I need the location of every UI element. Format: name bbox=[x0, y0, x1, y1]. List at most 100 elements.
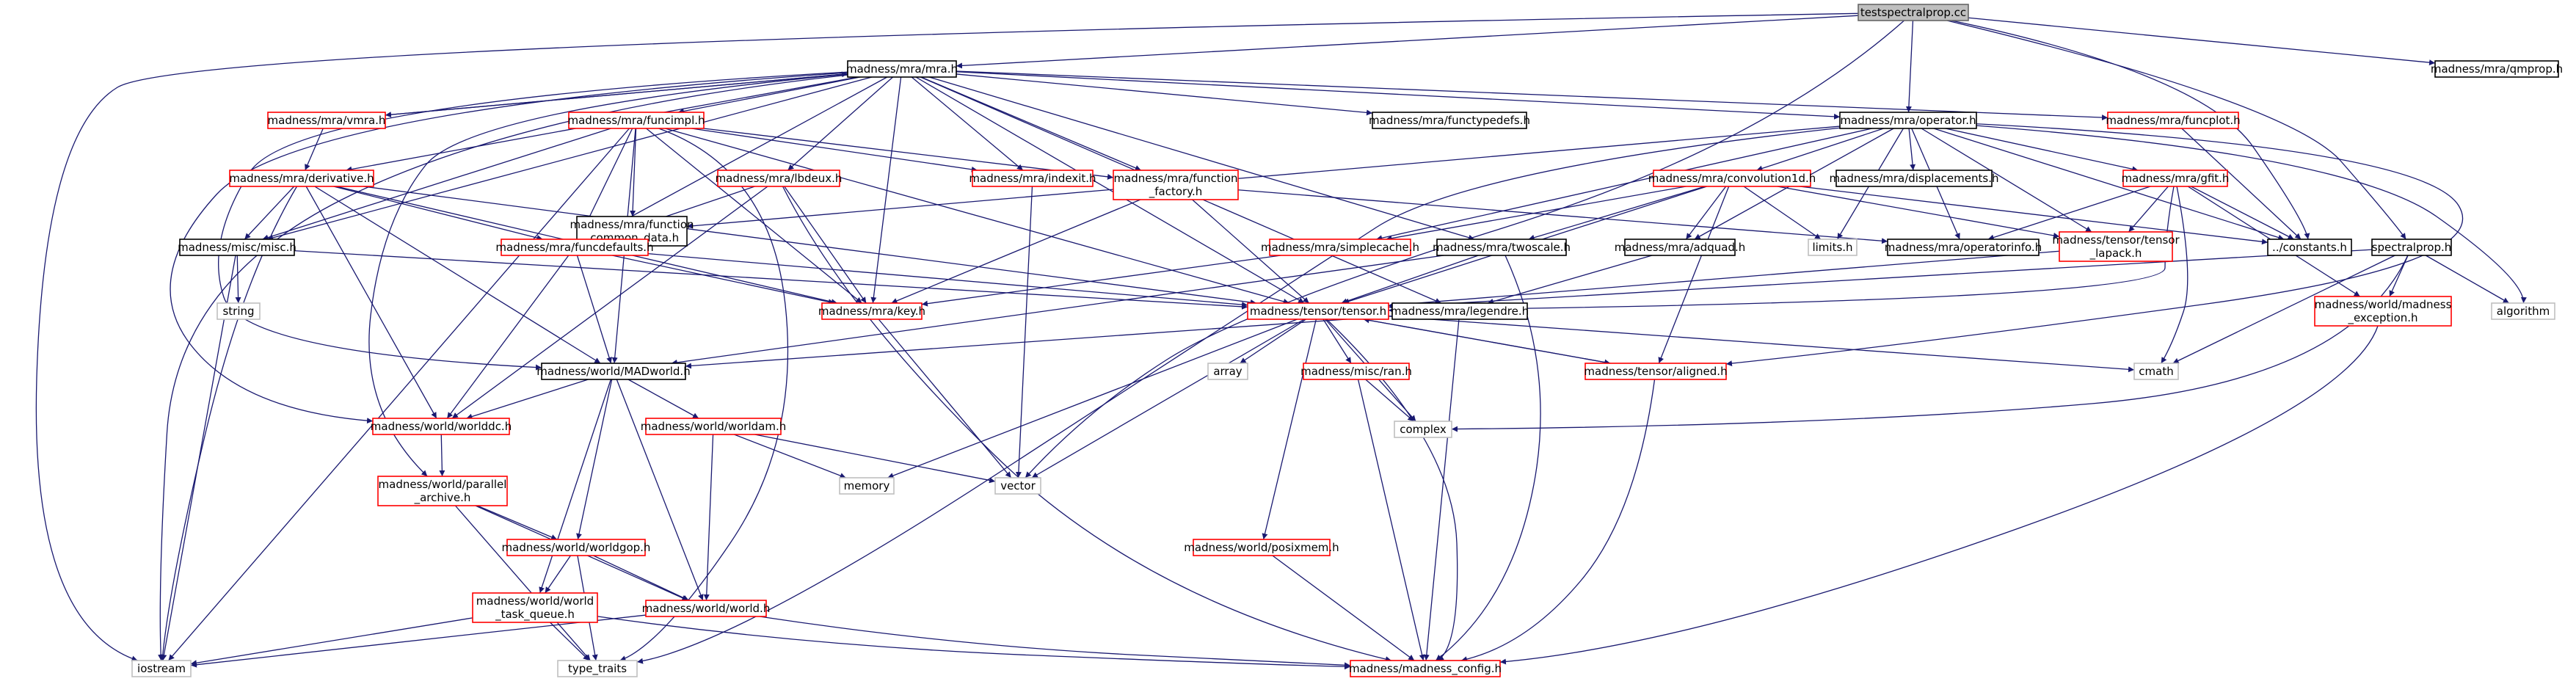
edge-worlddc-to-parchive bbox=[439, 434, 445, 477]
node-displacements[interactable]: madness/mra/displacements.h bbox=[1830, 170, 1999, 187]
node-constants[interactable]: ../constants.h bbox=[2267, 239, 2352, 256]
node-twoscale[interactable]: madness/mra/twoscale.h bbox=[1433, 239, 1571, 256]
node-fcd[interactable]: madness/mra/function_common_data.h bbox=[570, 216, 694, 247]
node-layer: testspectralprop.cc madness/mra/mra.h madn… bbox=[131, 4, 2563, 677]
node-key[interactable]: madness/mra/key.h bbox=[818, 302, 925, 320]
node-box bbox=[1303, 363, 1410, 380]
node-box bbox=[1624, 239, 1736, 256]
edge-conv1d-to-twoscale bbox=[1528, 186, 1706, 241]
node-box bbox=[645, 600, 767, 617]
node-world[interactable]: madness/world/world.h bbox=[642, 600, 771, 617]
edge-wtq-to-mconfig bbox=[597, 616, 1351, 670]
node-tensor[interactable]: madness/tensor/tensor.h bbox=[1247, 302, 1389, 320]
edge-mra-to-funcplot bbox=[956, 70, 2109, 121]
edge-gfit-to-tlapack bbox=[2128, 186, 2169, 233]
edge-twoscale-to-tensor bbox=[1341, 255, 1479, 305]
edge-operator-to-conv1d bbox=[1756, 128, 1884, 172]
node-worldgop[interactable]: madness/world/worldgop.h bbox=[502, 539, 651, 556]
node-box bbox=[2491, 302, 2555, 320]
node-derivative[interactable]: madness/mra/derivative.h bbox=[229, 170, 374, 187]
node-ran[interactable]: madness/misc/ran.h bbox=[1300, 363, 1412, 380]
node-mconfig[interactable]: madness/madness_config.h bbox=[1349, 660, 1502, 677]
node-parchive[interactable]: madness/world/parallel_archive.h bbox=[377, 476, 508, 506]
edge-twoscale-to-mconfig bbox=[1435, 255, 1541, 661]
node-cmath[interactable]: cmath bbox=[2133, 363, 2179, 380]
edge-gfit-to-opinfo bbox=[1987, 186, 2151, 241]
node-gfit[interactable]: madness/mra/gfit.h bbox=[2122, 170, 2230, 187]
node-limits[interactable]: limits.h bbox=[1808, 239, 1858, 256]
edge-tensor-to-posixmem bbox=[1262, 319, 1317, 540]
node-box bbox=[847, 60, 957, 78]
edge-mra-to-operator bbox=[956, 71, 1841, 120]
node-simplecache[interactable]: madness/mra/simplecache.h bbox=[1261, 239, 1419, 256]
edge-spectralprop-to-complex bbox=[1451, 255, 2409, 432]
node-lbdeux[interactable]: madness/mra/lbdeux.h bbox=[716, 170, 843, 187]
node-label: madness/misc/ran.h bbox=[1300, 365, 1412, 378]
node-algorithm[interactable]: algorithm bbox=[2491, 302, 2555, 320]
node-label: type_traits bbox=[568, 662, 627, 676]
edge-tensor-to-cmath bbox=[1388, 316, 2135, 373]
node-worldam[interactable]: madness/world/worldam.h bbox=[641, 418, 786, 435]
node-spectralprop[interactable]: spectralprop.h bbox=[2371, 239, 2452, 256]
node-label: madness/mra/twoscale.h bbox=[1433, 241, 1571, 254]
node-conv1d[interactable]: madness/mra/convolution1d.h bbox=[1648, 170, 1816, 187]
node-mexc[interactable]: madness/world/madness_exception.h bbox=[2314, 296, 2452, 327]
node-posixmem[interactable]: madness/world/posixmem.h bbox=[1184, 539, 1339, 556]
node-operator[interactable]: madness/mra/operator.h bbox=[1839, 112, 1977, 129]
edge-ffactory-to-opinfo bbox=[1237, 189, 1888, 244]
node-typetraits[interactable]: type_traits bbox=[557, 660, 638, 677]
edge-tensor-to-ran bbox=[1322, 319, 1352, 364]
edge-aligned-to-tensor bbox=[1363, 317, 1611, 364]
node-tlapack[interactable]: madness/tensor/tensor_lapack.h bbox=[2052, 231, 2180, 262]
node-funcimpl[interactable]: madness/mra/funcimpl.h bbox=[567, 112, 705, 129]
node-madworld[interactable]: madness/world/MADworld.h bbox=[536, 363, 691, 380]
node-memory[interactable]: memory bbox=[839, 477, 895, 495]
node-qmprop[interactable]: madness/mra/qmprop.h bbox=[2431, 60, 2563, 78]
node-label: algorithm bbox=[2497, 305, 2550, 318]
node-label: madness/world/parallel bbox=[379, 478, 507, 491]
node-ffactory[interactable]: madness/mra/function_factory.h bbox=[1113, 170, 1239, 200]
node-functypedefs[interactable]: madness/mra/functypedefs.h bbox=[1369, 112, 1530, 129]
edge-derivative-to-misc bbox=[244, 186, 295, 240]
node-label: madness/world/world.h bbox=[642, 602, 771, 615]
node-label: _archive.h bbox=[414, 491, 471, 505]
edge-root-to-iostream bbox=[35, 12, 1859, 662]
edge-operator-to-aligned bbox=[1725, 123, 2464, 367]
node-opinfo[interactable]: madness/mra/operatorinfo.h bbox=[1885, 239, 2042, 256]
node-complex[interactable]: complex bbox=[1394, 421, 1452, 438]
node-wtq[interactable]: madness/world/world_task_queue.h bbox=[472, 592, 598, 623]
node-label: madness/mra/simplecache.h bbox=[1261, 241, 1419, 254]
node-worlddc[interactable]: madness/world/worlddc.h bbox=[371, 418, 512, 435]
node-array[interactable]: array bbox=[1207, 363, 1248, 380]
edge-vmra-to-mra bbox=[385, 71, 848, 116]
node-aligned[interactable]: madness/tensor/aligned.h bbox=[1584, 363, 1728, 380]
edge-gfit-to-constants bbox=[2191, 186, 2294, 240]
edge-operator-to-fcd bbox=[686, 125, 1841, 229]
node-label: _exception.h bbox=[2347, 311, 2417, 325]
node-label: madness/world/MADworld.h bbox=[536, 365, 690, 378]
node-vmra[interactable]: madness/mra/vmra.h bbox=[267, 112, 386, 129]
node-mra[interactable]: madness/mra/mra.h bbox=[846, 60, 958, 78]
node-box bbox=[2133, 363, 2179, 380]
node-label: string bbox=[222, 305, 254, 318]
node-string[interactable]: string bbox=[217, 302, 261, 320]
node-funcdefaults[interactable]: madness/mra/funcdefaults.h bbox=[495, 239, 654, 256]
edge-mra-to-worlddc bbox=[170, 72, 848, 424]
node-funcplot[interactable]: madness/mra/funcplot.h bbox=[2106, 112, 2241, 129]
node-misc[interactable]: madness/misc/misc.h bbox=[178, 239, 296, 256]
node-root[interactable]: testspectralprop.cc bbox=[1858, 4, 1969, 21]
node-box bbox=[839, 477, 895, 495]
node-box bbox=[1350, 660, 1501, 677]
node-indexit[interactable]: madness/mra/indexit.h bbox=[969, 170, 1096, 187]
node-box bbox=[1113, 170, 1239, 200]
edge-parchive-to-worldgop bbox=[477, 505, 558, 540]
node-legendre[interactable]: madness/mra/legendre.h bbox=[1391, 302, 1529, 320]
node-box bbox=[372, 418, 510, 435]
node-box bbox=[1372, 112, 1527, 129]
node-adquad[interactable]: madness/mra/adquad.h bbox=[1615, 239, 1746, 256]
node-box bbox=[568, 112, 705, 129]
node-iostream[interactable]: iostream bbox=[131, 660, 192, 677]
node-box bbox=[2122, 170, 2228, 187]
node-label: memory bbox=[844, 479, 890, 492]
node-vector[interactable]: vector bbox=[994, 477, 1041, 495]
